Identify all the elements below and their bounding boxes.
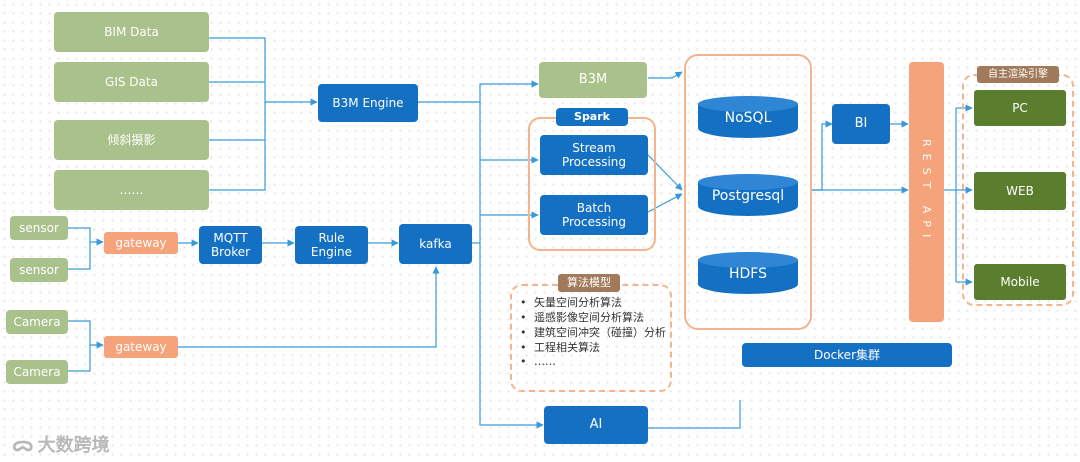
- spark-label: Spark: [556, 108, 628, 126]
- client-pc: PC: [974, 90, 1066, 126]
- algorithm-tag: 算法模型: [558, 274, 620, 292]
- postgresql-database: Postgresql: [698, 174, 798, 220]
- algorithm-item: •建筑空间冲突（碰撞）分析: [520, 325, 666, 339]
- algorithm-item-text: 遥感影像空间分析算法: [534, 310, 644, 324]
- mqtt-broker-line-2: Broker: [210, 245, 251, 259]
- mqtt-broker-line-1: MQTT: [213, 230, 248, 245]
- storage-group: [684, 54, 812, 330]
- algorithm-item-text: 矢量空间分析算法: [534, 296, 622, 309]
- stream-processing-line-2: Processing: [561, 155, 627, 169]
- client-mobile: Mobile: [974, 264, 1066, 300]
- camera-1: Camera: [6, 310, 68, 334]
- algorithm-list: •矢量空间分析算法 •遥感影像空间分析算法 •建筑空间冲突（碰撞）分析 •工程相…: [520, 296, 670, 370]
- stream-processing-line-1: Stream: [572, 140, 616, 155]
- batch-processing-line-1: Batch: [576, 200, 612, 215]
- rule-engine: Rule Engine: [295, 226, 368, 264]
- gateway-camera: gateway: [104, 336, 178, 358]
- source-more: ……: [54, 170, 209, 210]
- render-engine-tag: 自主渲染引擎: [977, 66, 1059, 83]
- algorithm-item-text: ……: [534, 355, 556, 369]
- client-web: WEB: [974, 172, 1066, 210]
- hdfs-database: HDFS: [698, 252, 798, 298]
- kafka: kafka: [399, 224, 472, 264]
- batch-processing: Batch Processing: [540, 195, 648, 235]
- b3m-engine: B3M Engine: [318, 84, 418, 122]
- docker-cluster: Docker集群: [742, 343, 952, 367]
- source-gis-data: GIS Data: [54, 62, 209, 102]
- watermark-text: 大数跨境: [37, 434, 110, 456]
- algorithm-item-text: 工程相关算法: [534, 340, 600, 354]
- watermark-logo-icon: ᯅ: [12, 432, 34, 456]
- stream-processing: Stream Processing: [540, 135, 648, 175]
- algorithm-item: •矢量空间分析算法: [520, 296, 622, 309]
- bi-node: BI: [832, 104, 890, 144]
- sensor-1: sensor: [10, 216, 68, 240]
- batch-processing-line-2: Processing: [561, 215, 627, 229]
- mqtt-broker: MQTT Broker: [199, 226, 262, 264]
- nosql-label: NoSQL: [724, 110, 772, 126]
- rest-api-label: REST API: [920, 139, 934, 245]
- algorithm-item-text: 建筑空间冲突（碰撞）分析: [534, 325, 666, 339]
- camera-2: Camera: [6, 360, 68, 384]
- algorithm-item: •工程相关算法: [520, 340, 600, 354]
- nosql-database: NoSQL: [698, 96, 798, 142]
- postgresql-cylinder-top: [698, 174, 798, 190]
- algorithm-item: •遥感影像空间分析算法: [520, 310, 644, 324]
- rule-engine-line-2: Engine: [310, 245, 353, 259]
- postgresql-label: Postgresql: [711, 188, 785, 204]
- rest-api: REST API: [909, 62, 944, 322]
- gateway-sensor: gateway: [104, 232, 178, 254]
- ai-node: AI: [544, 406, 648, 444]
- sensor-2: sensor: [10, 258, 68, 282]
- hdfs-label: HDFS: [728, 266, 767, 282]
- rule-engine-line-1: Rule: [318, 230, 345, 245]
- algorithm-item: •……: [520, 355, 556, 369]
- hdfs-cylinder-top: [698, 252, 798, 268]
- nosql-cylinder-top: [698, 96, 798, 112]
- source-oblique-photography: 倾斜摄影: [54, 120, 209, 160]
- source-bim-data: BIM Data: [54, 12, 209, 52]
- watermark: ᯅ 大数跨境: [12, 430, 110, 457]
- b3m: B3M: [539, 62, 647, 98]
